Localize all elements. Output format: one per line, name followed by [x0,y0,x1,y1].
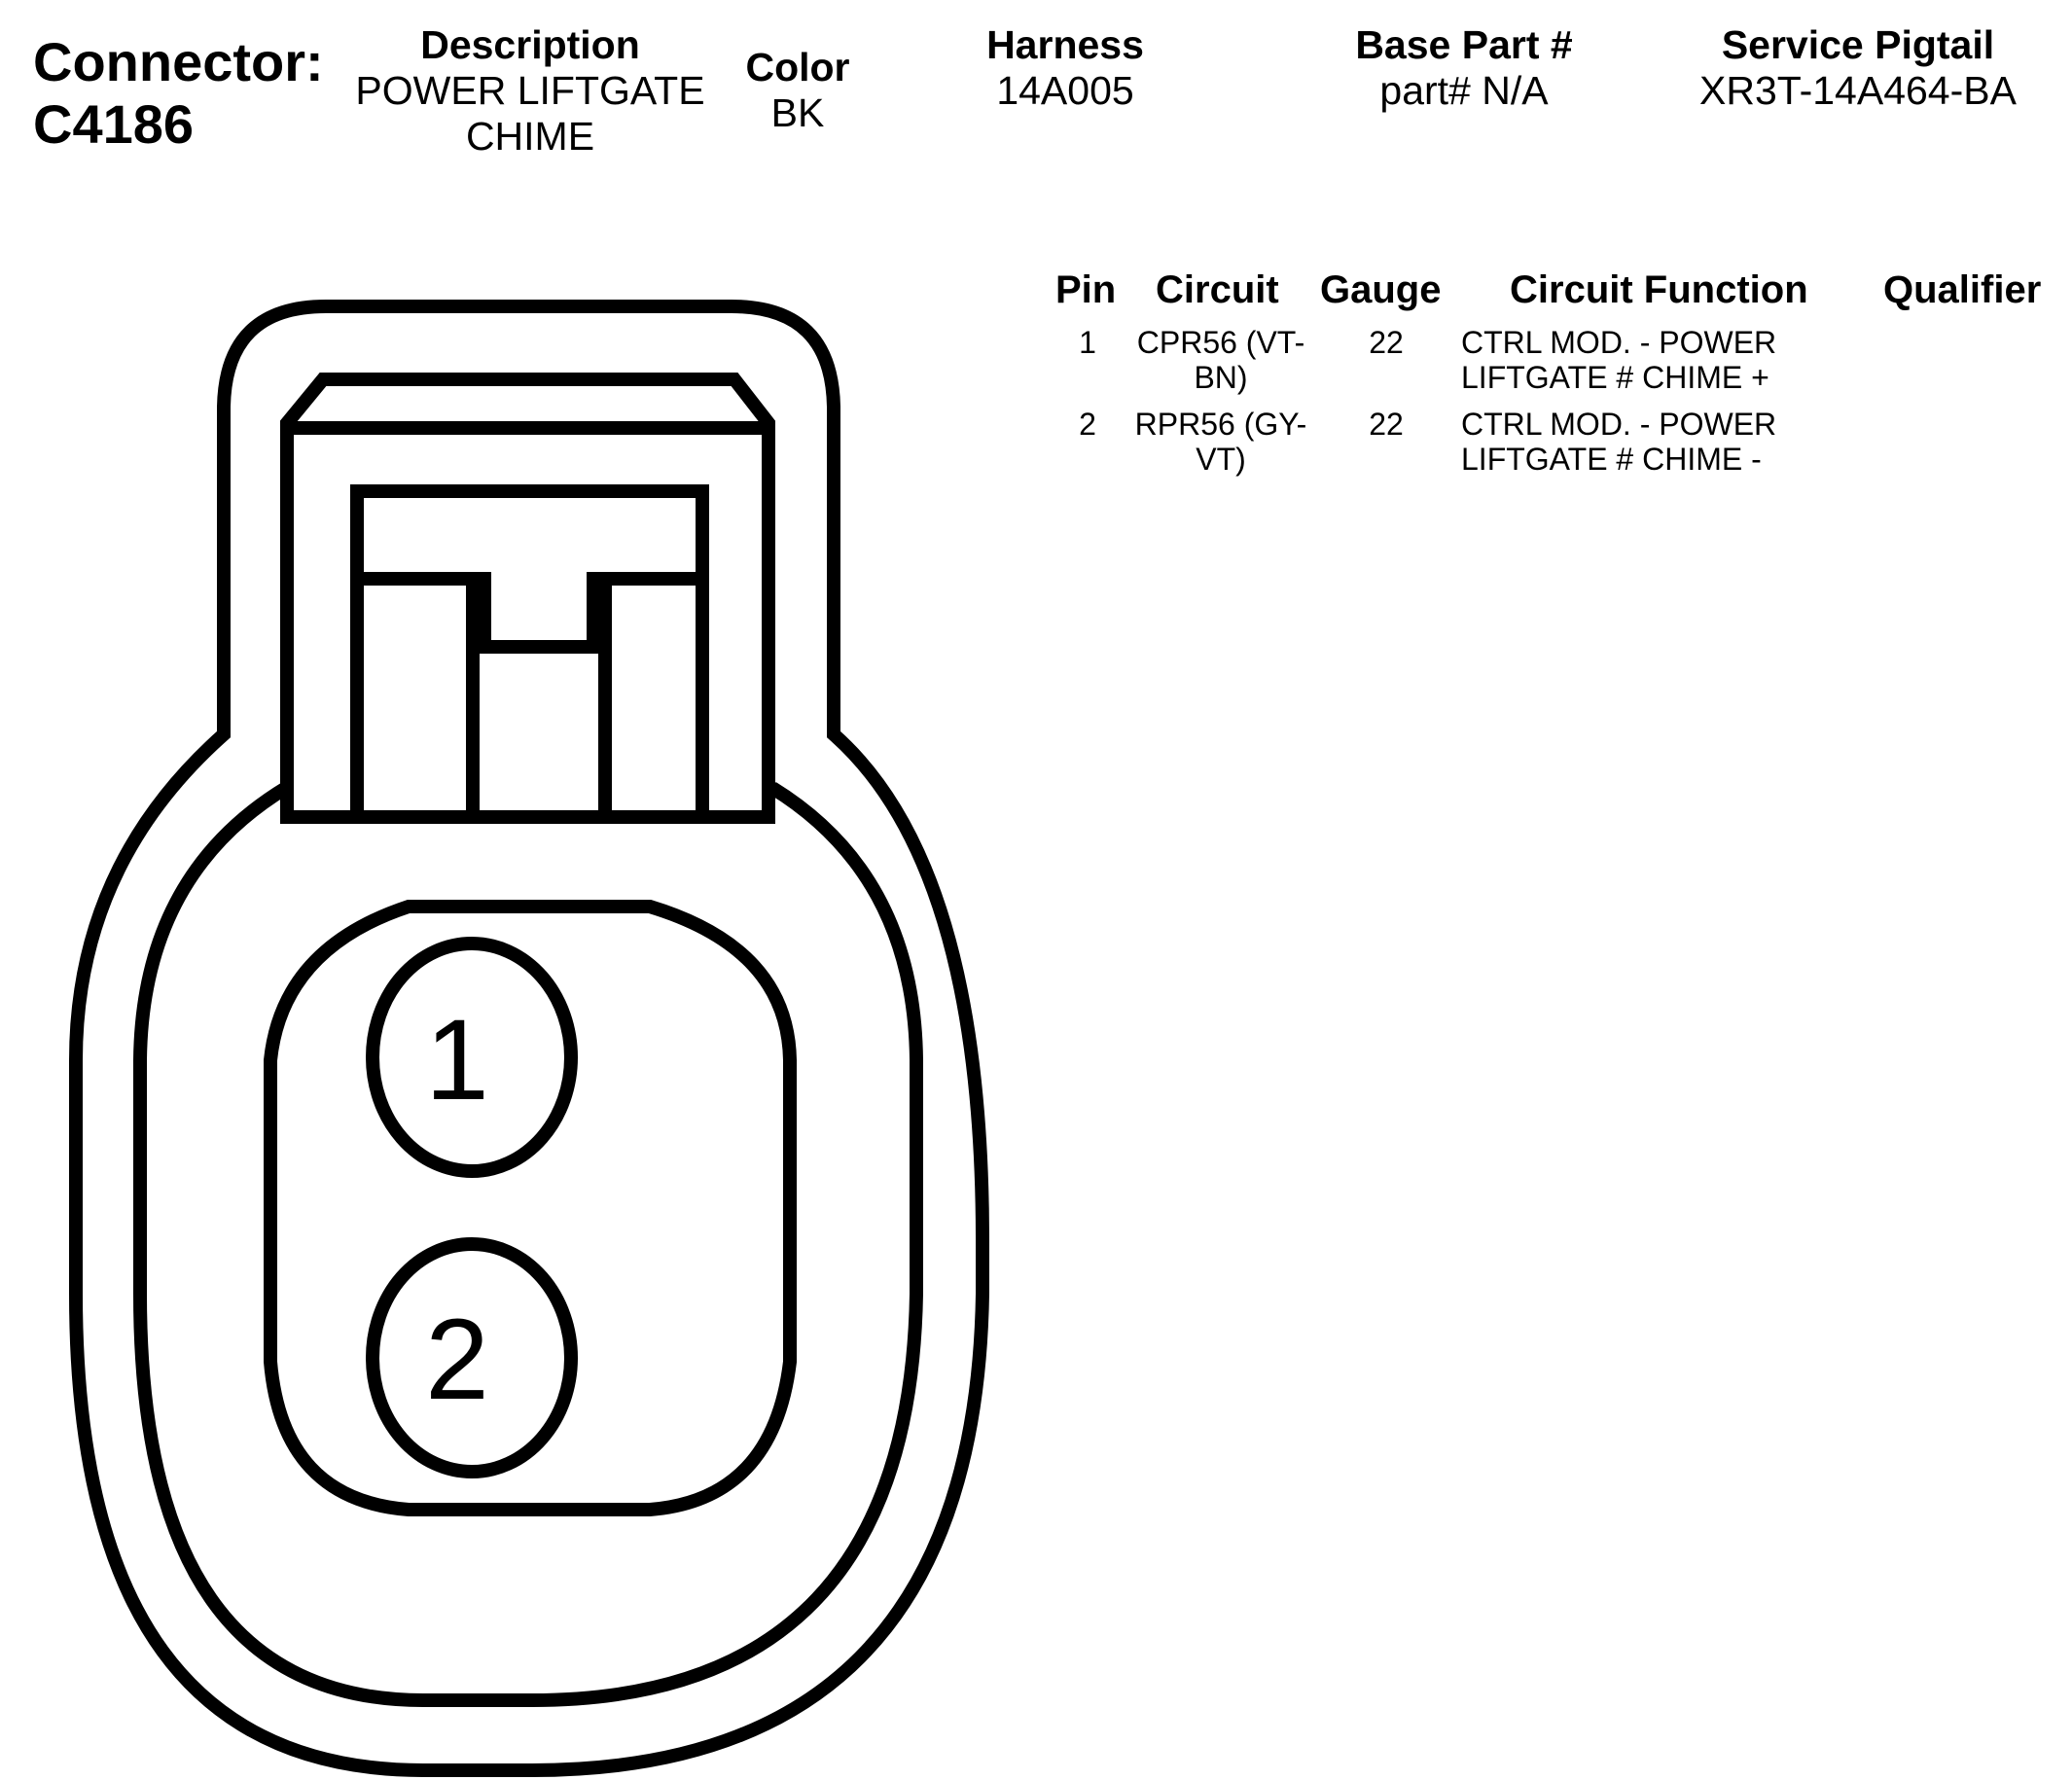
row2-function: CTRL MOD. - POWER LIFTGATE # CHIME - [1461,407,1831,477]
harness-value: 14A005 [996,68,1134,113]
row1-circuit-line2: BN) [1194,360,1248,395]
base-part-label: Base Part # [1355,22,1573,67]
table-header-qualifier: Qualifier [1883,268,2042,311]
color-block: Color BK [720,44,875,136]
row1-function-line2: LIFTGATE # CHIME + [1461,360,1769,395]
service-pigtail-value: XR3T-14A464-BA [1699,68,2017,113]
row1-function-line1: CTRL MOD. - POWER [1461,325,1777,360]
row2-function-line1: CTRL MOD. - POWER [1461,407,1777,442]
connector-id: C4186 [33,93,195,155]
pin-1-cavity [366,937,578,1178]
outer-housing-outline [69,300,989,1777]
description-value-line2: CHIME [465,114,595,159]
connector-title: Connector: C4186 [33,31,324,156]
harness-label: Harness [986,22,1144,67]
color-label: Color [745,45,850,89]
table-header-pin: Pin [1055,268,1117,311]
row2-circuit: RPR56 (GY- VT) [1119,407,1323,477]
description-label: Description [420,22,640,67]
row1-circuit-line1: CPR56 (VT- [1136,325,1305,360]
table-header-circuit-function: Circuit Function [1510,268,1808,311]
service-pigtail-label: Service Pigtail [1721,22,1995,67]
service-pigtail-block: Service Pigtail XR3T-14A464-BA [1673,21,2043,114]
row2-circuit-line2: VT) [1196,442,1246,477]
harness-block: Harness 14A005 [953,21,1177,114]
pin-2-cavity [366,1237,578,1478]
terminal-cavity-outline [264,900,797,1516]
latch-tab [357,572,702,654]
pin-1-label: 1 [425,996,489,1124]
table-header-circuit: Circuit [1156,268,1279,311]
table-header-gauge: Gauge [1320,268,1442,311]
row1-gauge: 22 [1369,325,1404,360]
inner-housing-outline [133,782,923,1707]
color-value: BK [770,90,825,135]
row2-function-line2: LIFTGATE # CHIME - [1461,442,1762,477]
pin-2-label: 2 [425,1296,489,1424]
row1-pin: 1 [1079,325,1096,360]
row2-gauge: 22 [1369,407,1404,442]
base-part-value: part# N/A [1379,68,1549,113]
connector-label: Connector: [33,31,324,92]
base-part-block: Base Part # part# N/A [1304,21,1625,114]
row1-function: CTRL MOD. - POWER LIFTGATE # CHIME + [1461,325,1831,395]
row2-pin: 2 [1079,407,1096,442]
latch-inner-channel [350,484,709,817]
row2-circuit-line1: RPR56 (GY- [1134,407,1307,442]
description-value-line1: POWER LIFTGATE [355,68,705,113]
row1-circuit: CPR56 (VT- BN) [1119,325,1323,395]
description-block: Description POWER LIFTGATE CHIME [336,21,725,160]
